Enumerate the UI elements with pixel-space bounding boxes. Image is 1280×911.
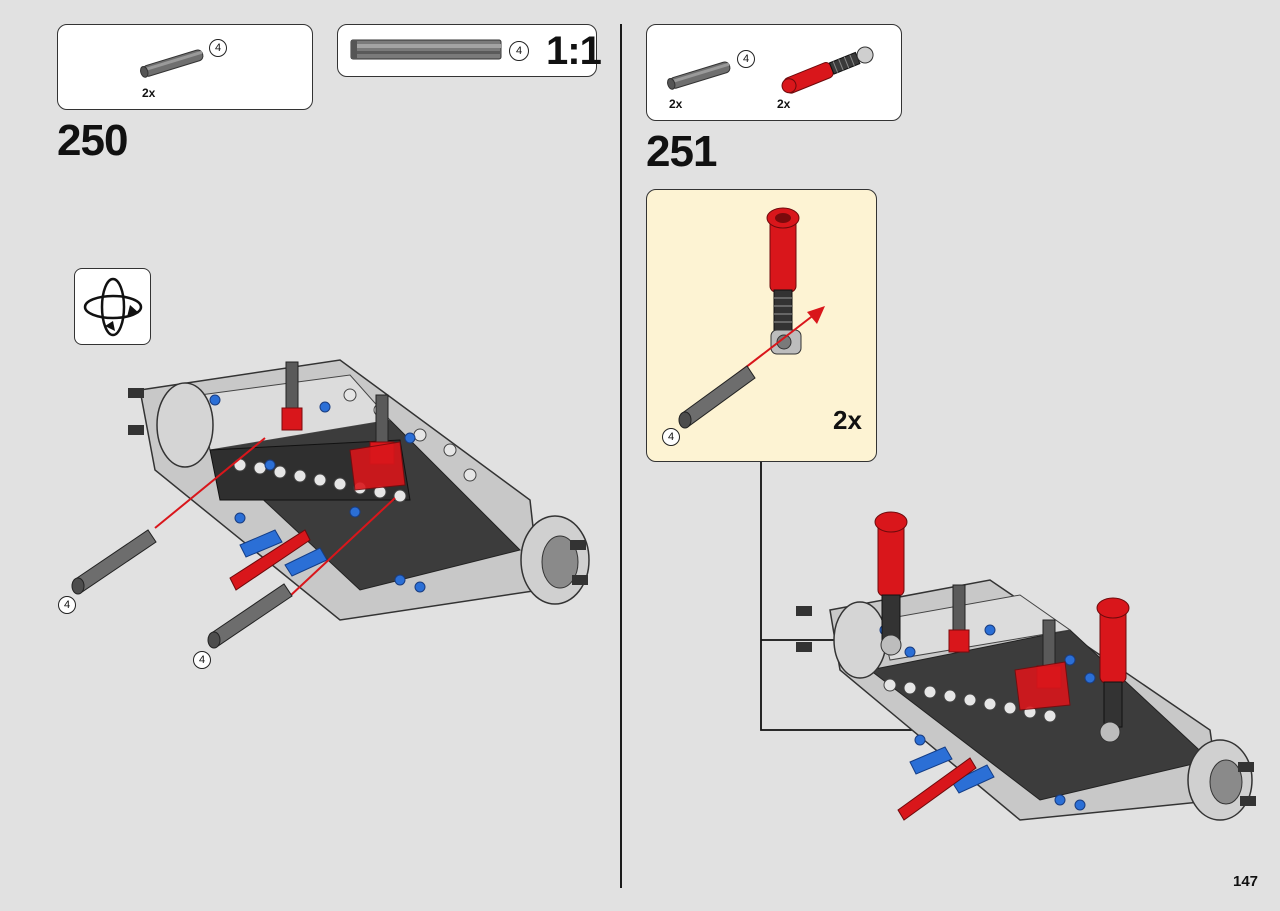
red-shock-absorber-icon [1096, 597, 1130, 743]
sub-assembly-box: 4 2x [646, 189, 877, 462]
step-number-250: 250 [57, 116, 128, 165]
scale-label: 1:1 [546, 29, 602, 73]
red-axle [229, 529, 311, 591]
axle-4-grey-icon [207, 583, 293, 649]
axle-4-grey-icon [667, 61, 731, 90]
step-250-parts-list: 4 2x [57, 24, 313, 110]
red-shock-absorber-icon [766, 207, 802, 355]
page-number: 147 [1233, 873, 1259, 890]
red-shock-absorber-icon [781, 46, 874, 94]
axle-4-grey-icon [71, 529, 157, 595]
axle-4-grey-icon [140, 49, 204, 78]
insertion-arrowhead [807, 306, 825, 324]
length-badge: 4 [737, 50, 755, 68]
part-quantity: 2x [142, 86, 156, 100]
red-bush-parts [948, 584, 1071, 711]
blue-pins [239, 529, 328, 577]
blue-pins [909, 746, 995, 794]
insertion-line [289, 497, 396, 597]
length-badge: 4 [509, 41, 529, 61]
part-quantity: 2x [777, 97, 791, 111]
step-251-parts-list: 4 2x 2x [646, 24, 902, 121]
callout-length-badge: 4 [58, 596, 76, 614]
red-axle [897, 757, 977, 821]
insertion-line [154, 437, 266, 529]
step-251-chassis-assembly [796, 511, 1256, 821]
part-quantity: 2x [669, 97, 683, 111]
step-250-chassis-assembly [71, 359, 590, 649]
length-badge: 4 [662, 428, 680, 446]
red-shock-absorber-icon [874, 511, 908, 656]
callout-length-badge: 4 [193, 651, 211, 669]
sub-assembly-multiplier: 2x [833, 405, 862, 435]
axle-scale-icon [350, 39, 502, 60]
scale-reference-box: 4 1:1 [337, 24, 602, 77]
step-number-251: 251 [646, 127, 717, 176]
shock-absorber-install [678, 207, 825, 429]
axle-4-grey-icon [678, 365, 756, 429]
step-divider [620, 24, 622, 888]
rotate-model-icon [74, 268, 151, 345]
length-badge: 4 [209, 39, 227, 57]
red-bush-parts [281, 361, 406, 491]
